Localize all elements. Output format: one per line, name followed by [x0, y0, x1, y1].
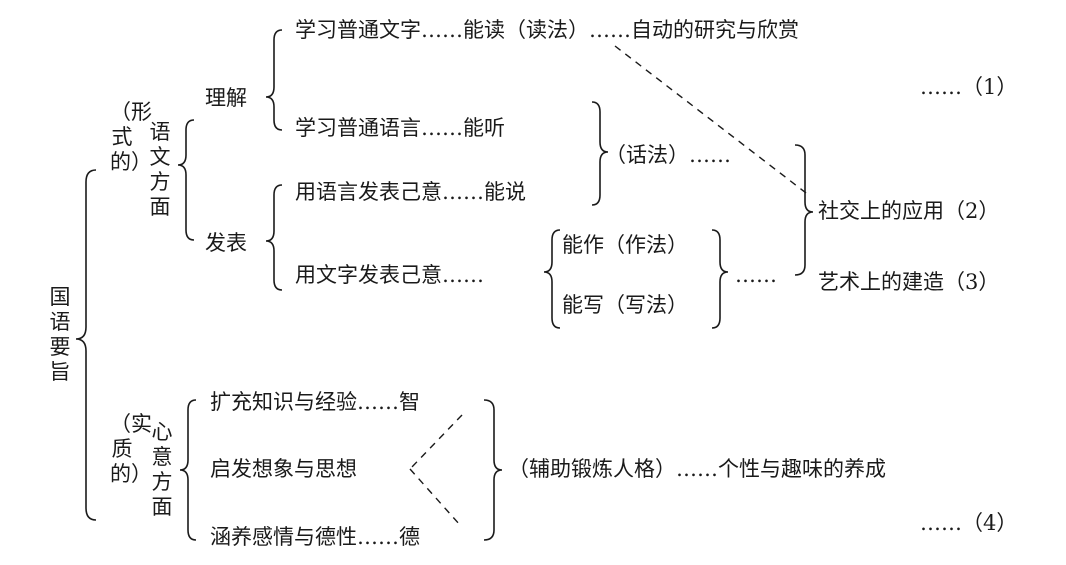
outcome-3: 艺术上的建造（3）: [818, 270, 1000, 294]
emotion-text: 涵养感情与德性……德: [210, 525, 420, 549]
outcome-brace: [794, 144, 814, 276]
read-text: 学习普通文字……能读（读法）……自动的研究与欣赏: [295, 18, 799, 42]
understand-label: 理解: [205, 86, 247, 110]
form-aspect-brace: [177, 119, 195, 241]
substance-aspect-brace: [179, 399, 197, 541]
write-dots: ……: [735, 263, 777, 287]
root-brace: [75, 169, 97, 521]
substance-qualifier: （实质的）: [110, 412, 152, 486]
substance-right-brace: [483, 399, 503, 541]
speak-text: 用语言发表己意……能说: [295, 180, 526, 204]
write-text: 用文字发表己意……: [295, 263, 484, 287]
read-to-social-dash: [614, 45, 811, 197]
form-aspect-label: 语文方面: [149, 120, 171, 219]
compose-text: 能作（作法）: [562, 233, 688, 257]
write-left-brace: [543, 229, 561, 329]
form-qualifier: （形式的）: [110, 100, 152, 174]
imagination-text: 启发想象与思想: [210, 457, 357, 481]
root-label: 国语要旨: [49, 285, 71, 384]
outcome-2: 社交上的应用（2）: [818, 199, 1000, 223]
handwrite-text: 能写（写法）: [562, 293, 688, 317]
virtue-dash: [409, 468, 461, 526]
knowledge-text: 扩充知识与经验……智: [210, 390, 420, 414]
wisdom-dash: [409, 414, 463, 470]
listen-text: 学习普通语言……能听: [295, 116, 505, 140]
write-right-brace: [711, 229, 729, 329]
substance-aspect-label: 心意方面: [151, 420, 173, 519]
listen-speak-brace: [591, 101, 609, 206]
understand-brace: [265, 29, 283, 131]
express-brace: [265, 184, 283, 291]
outcome-1: ……（1）: [920, 75, 1018, 99]
personality-text: （辅助锻炼人格）……个性与趣味的养成: [508, 457, 886, 481]
speech-method: （话法）……: [605, 143, 731, 167]
outcome-4: ……（4）: [920, 511, 1018, 535]
express-label: 发表: [205, 231, 247, 255]
